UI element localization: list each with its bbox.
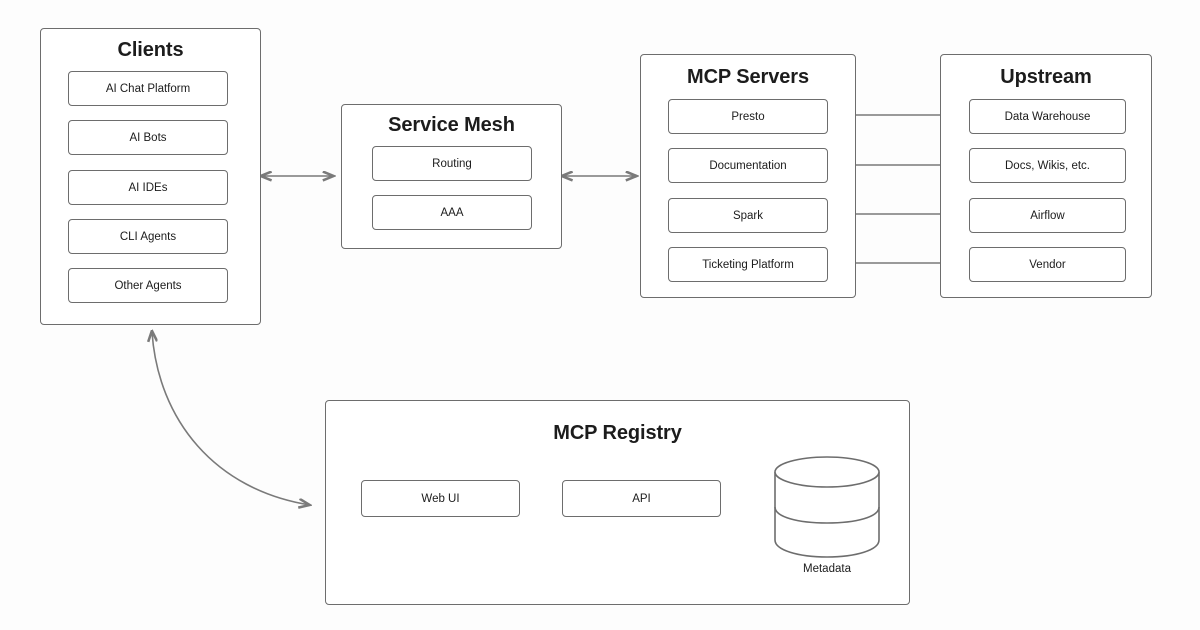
node-ai-chat-platform[interactable]: AI Chat Platform	[68, 71, 228, 106]
node-label: CLI Agents	[119, 230, 177, 243]
node-docs-wikis[interactable]: Docs, Wikis, etc.	[969, 148, 1126, 183]
group-service-mesh-title: Service Mesh	[388, 114, 515, 136]
datastore-label: Metadata	[803, 563, 851, 575]
group-clients[interactable]: Clients AI Chat Platform AI Bots AI IDEs…	[40, 28, 261, 325]
node-label: API	[632, 492, 651, 505]
node-label: Airflow	[1030, 209, 1065, 222]
node-label: Spark	[732, 209, 764, 222]
group-service-mesh[interactable]: Service Mesh Routing AAA	[341, 104, 562, 249]
node-aaa[interactable]: AAA	[372, 195, 532, 230]
node-label: Web UI	[421, 492, 460, 505]
node-ai-ides[interactable]: AI IDEs	[68, 170, 228, 205]
node-other-agents[interactable]: Other Agents	[68, 268, 228, 303]
node-label: Docs, Wikis, etc.	[1005, 159, 1090, 172]
node-web-ui[interactable]: Web UI	[361, 480, 520, 517]
node-presto[interactable]: Presto	[668, 99, 828, 134]
node-label: Ticketing Platform	[702, 258, 794, 271]
node-label: AI IDEs	[128, 181, 168, 194]
group-mcp-servers-title: MCP Servers	[687, 66, 809, 88]
group-mcp-registry-title: MCP Registry	[553, 422, 682, 444]
cylinder-icon	[774, 456, 880, 558]
node-label: AI Chat Platform	[105, 82, 191, 95]
node-spark[interactable]: Spark	[668, 198, 828, 233]
group-upstream[interactable]: Upstream Data Warehouse Docs, Wikis, etc…	[940, 54, 1152, 298]
node-airflow[interactable]: Airflow	[969, 198, 1126, 233]
node-label: AI Bots	[129, 131, 167, 144]
connector-registry-clients	[152, 332, 310, 505]
group-mcp-servers[interactable]: MCP Servers Presto Documentation Spark T…	[640, 54, 856, 298]
node-routing[interactable]: Routing	[372, 146, 532, 181]
node-vendor[interactable]: Vendor	[969, 247, 1126, 282]
node-label: Documentation	[709, 159, 787, 172]
group-clients-title: Clients	[117, 39, 184, 61]
node-label: Vendor	[1029, 258, 1066, 271]
node-cli-agents[interactable]: CLI Agents	[68, 219, 228, 254]
node-ticketing-platform[interactable]: Ticketing Platform	[668, 247, 828, 282]
node-label: Data Warehouse	[1004, 110, 1091, 123]
node-data-warehouse[interactable]: Data Warehouse	[969, 99, 1126, 134]
node-label: Other Agents	[114, 279, 182, 292]
node-label: AAA	[440, 206, 464, 219]
node-ai-bots[interactable]: AI Bots	[68, 120, 228, 155]
group-mcp-registry[interactable]: MCP Registry Web UI API Metadata	[325, 400, 910, 605]
group-upstream-title: Upstream	[1000, 66, 1092, 88]
node-label: Presto	[731, 110, 765, 123]
node-documentation[interactable]: Documentation	[668, 148, 828, 183]
node-label: Routing	[432, 157, 472, 170]
node-api[interactable]: API	[562, 480, 721, 517]
